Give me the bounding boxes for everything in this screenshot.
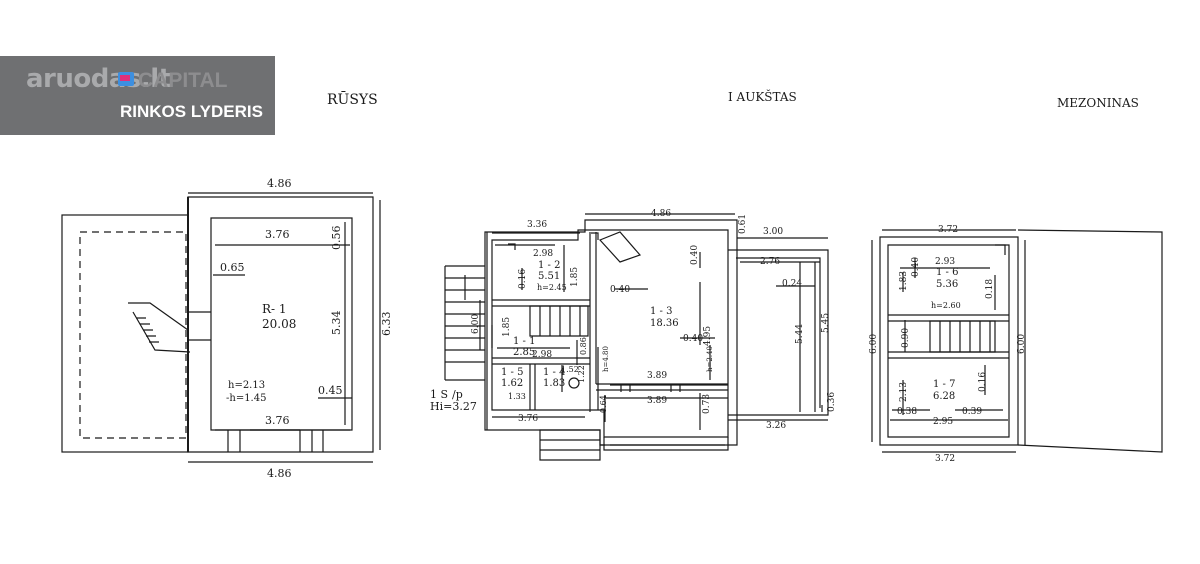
dim-label: 1.85 <box>570 267 580 287</box>
dim-label: 1.83 <box>899 271 909 291</box>
dim-label: 0.36 <box>827 392 837 412</box>
dim-label: 6.00 <box>1017 334 1027 354</box>
height-label: h=2.13 <box>228 380 265 391</box>
room-area: 20.08 <box>262 317 296 331</box>
room-area: 1.83 <box>543 378 565 389</box>
dim-label: 1.33 <box>508 392 526 401</box>
room-id: 1 - 5 <box>501 367 523 378</box>
dim-label: 6.00 <box>869 334 879 354</box>
dim-label: 4.86 <box>651 209 671 219</box>
dim-label: 2.13 <box>899 382 909 402</box>
logo-watermark: aruodas.lt <box>26 64 171 94</box>
house-roof-icon <box>120 75 130 81</box>
dim-label: 0.16 <box>978 372 988 392</box>
dim-label: 3.00 <box>763 227 783 237</box>
dim-label: 2.95 <box>933 417 953 427</box>
dim-label: 5.45 <box>821 313 831 333</box>
room-area: 1.62 <box>501 378 523 389</box>
dim-label: 6.33 <box>380 312 393 337</box>
dim-label: 0.16 <box>518 269 528 289</box>
dim-label: 0.39 <box>962 407 982 417</box>
room-area: 5.51 <box>538 271 560 282</box>
dim-label: 0.24 <box>782 279 802 289</box>
dim-label: 0.65 <box>220 261 245 274</box>
height-label: h=4.80 <box>602 346 610 372</box>
dim-label: 3.76 <box>518 414 538 424</box>
title-ground: I AUKŠTAS <box>728 88 797 104</box>
dim-label: 0.40 <box>911 257 921 277</box>
dim-label: 0.56 <box>330 226 343 251</box>
logo-banner: aruodas.lt CAPITAL RINKOS LYDERIS <box>0 56 275 135</box>
dim-label: 2.76 <box>760 257 780 267</box>
room-area: 6.28 <box>933 391 955 402</box>
dim-label: 0.40 <box>690 245 700 265</box>
footnote: Hi=3.27 <box>430 400 477 413</box>
height-label: h=2.45 <box>537 283 567 292</box>
room-id: 1 - 7 <box>933 379 955 390</box>
dim-label: 0.38 <box>897 407 917 417</box>
dim-label: 2.93 <box>935 257 955 267</box>
title-mezzanine: MEZONINAS <box>1057 96 1139 110</box>
room-id: 1 - 1 <box>513 336 535 347</box>
dim-label: 3.76 <box>265 228 290 241</box>
dim-label: 4.95 <box>703 326 713 346</box>
dim-label: 0.73 <box>702 394 712 414</box>
dim-label: 4.86 <box>267 177 292 190</box>
footnote: 1 S <box>430 388 448 401</box>
dim-label: 0.61 <box>738 214 748 234</box>
dim-label: 0.90 <box>901 328 911 348</box>
dim-label: 0.45 <box>318 384 343 397</box>
dim-label: 6.00 <box>471 314 481 334</box>
dim-label: 3.89 <box>647 396 667 406</box>
dim-label: 2.98 <box>532 350 552 360</box>
dim-label: 3.36 <box>527 220 547 230</box>
room-id: 1 - 3 <box>650 306 672 317</box>
height-label: -h=1.45 <box>226 393 266 404</box>
dim-label: 0.18 <box>985 279 995 299</box>
dim-label: 5.44 <box>795 324 805 344</box>
footnote: /p <box>452 388 463 401</box>
dim-label: 3.76 <box>265 414 290 427</box>
dim-label: 0.64 <box>599 395 608 413</box>
dim-label: 3.26 <box>766 421 786 431</box>
dim-label: 0.40 <box>683 334 703 344</box>
dim-label: 0.86 <box>579 337 588 355</box>
room-id: 1 - 2 <box>538 260 560 271</box>
dim-label: 1.85 <box>502 317 512 337</box>
dim-label: 3.89 <box>647 371 667 381</box>
logo-tagline: RINKOS LYDERIS <box>120 102 263 121</box>
height-label: h=2.60 <box>931 301 961 310</box>
height-label: h=2.40 <box>706 346 714 372</box>
room-area: 2.85 <box>513 347 535 358</box>
dim-label: 1.22 <box>577 365 586 383</box>
room-id: 1 - 4 <box>543 367 565 378</box>
dim-label: 1.52 <box>561 365 579 374</box>
dim-label: 2.98 <box>533 249 553 259</box>
dim-label: 4.86 <box>267 467 292 480</box>
title-basement: RŪSYS <box>327 90 378 108</box>
room-id: R- 1 <box>262 302 287 316</box>
dim-label: 3.72 <box>935 454 955 464</box>
dim-label: 5.34 <box>330 311 343 336</box>
room-id: 1 - 6 <box>936 267 958 278</box>
room-area: 18.36 <box>650 318 679 329</box>
dim-label: 3.72 <box>938 225 958 235</box>
logo-brand: CAPITAL <box>138 69 228 92</box>
dim-label: 0.40 <box>610 285 630 295</box>
room-area: 5.36 <box>936 279 958 290</box>
